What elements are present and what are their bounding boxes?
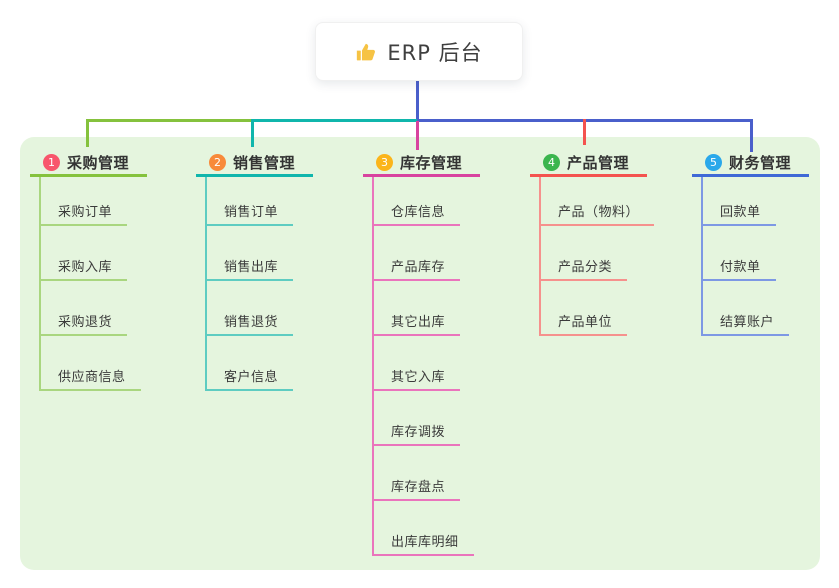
node-other-inbound[interactable]: 其它入库: [374, 336, 461, 391]
badge-4: 4: [543, 153, 560, 171]
branch-label: 销售管理: [233, 153, 296, 172]
branch-children-finance: 回款单 付款单 结算账户: [701, 177, 790, 336]
connector-drop-product: [583, 119, 586, 145]
connector-drop-inventory: [416, 121, 419, 150]
node-purchase-order[interactable]: 采购订单: [41, 177, 128, 226]
branch-purchase: 1 采购管理 采购订单 采购入库 采购退货 供应商信息: [30, 150, 148, 391]
branch-label: 库存管理: [400, 153, 463, 172]
branch-inventory: 3 库存管理 仓库信息 产品库存 其它出库 其它入库 库存调拨 库存盘点 出库库…: [363, 150, 481, 556]
branch-children-inventory: 仓库信息 产品库存 其它出库 其它入库 库存调拨 库存盘点 出库库明细: [372, 177, 474, 556]
branches-background-panel: [20, 137, 820, 570]
branch-topic-product[interactable]: 4 产品管理: [530, 150, 648, 177]
badge-2: 2: [209, 153, 226, 171]
badge-3: 3: [376, 153, 393, 171]
branch-label: 财务管理: [729, 153, 792, 172]
node-product-stock[interactable]: 产品库存: [374, 226, 461, 281]
node-purchase-inbound[interactable]: 采购入库: [41, 226, 128, 281]
node-product-material[interactable]: 产品（物料）: [541, 177, 655, 226]
connector-horizontal-green: [86, 119, 253, 122]
node-sales-order[interactable]: 销售订单: [207, 177, 294, 226]
thumbs-up-icon: [355, 41, 377, 63]
branch-children-product: 产品（物料） 产品分类 产品单位: [539, 177, 655, 336]
branch-sales: 2 销售管理 销售订单 销售出库 销售退货 客户信息: [196, 150, 314, 391]
branch-topic-finance[interactable]: 5 财务管理: [692, 150, 810, 177]
node-warehouse-info[interactable]: 仓库信息: [374, 177, 461, 226]
node-sales-return[interactable]: 销售退货: [207, 281, 294, 336]
node-product-unit[interactable]: 产品单位: [541, 281, 628, 336]
root-connector-line: [416, 81, 419, 119]
connector-drop-sales: [251, 119, 254, 147]
branch-product: 4 产品管理 产品（物料） 产品分类 产品单位: [530, 150, 655, 336]
node-payment-bill[interactable]: 付款单: [703, 226, 776, 281]
node-settlement-account[interactable]: 结算账户: [703, 281, 790, 336]
branch-children-sales: 销售订单 销售出库 销售退货 客户信息: [205, 177, 294, 391]
branch-label: 采购管理: [67, 153, 130, 172]
branch-finance: 5 财务管理 回款单 付款单 结算账户: [692, 150, 810, 336]
branch-children-purchase: 采购订单 采购入库 采购退货 供应商信息: [39, 177, 141, 391]
connector-horizontal-teal: [253, 119, 417, 122]
branch-label: 产品管理: [567, 153, 630, 172]
node-stock-taking[interactable]: 库存盘点: [374, 446, 461, 501]
connector-drop-purchase: [86, 119, 89, 147]
node-outbound-detail[interactable]: 出库库明细: [374, 501, 474, 556]
node-sales-outbound[interactable]: 销售出库: [207, 226, 294, 281]
node-product-category[interactable]: 产品分类: [541, 226, 628, 281]
node-supplier-info[interactable]: 供应商信息: [41, 336, 141, 391]
badge-5: 5: [705, 153, 722, 171]
node-stock-transfer[interactable]: 库存调拨: [374, 391, 461, 446]
node-customer-info[interactable]: 客户信息: [207, 336, 294, 391]
connector-drop-finance: [750, 119, 753, 152]
root-node-erp[interactable]: ERP 后台: [315, 22, 523, 81]
node-other-outbound[interactable]: 其它出库: [374, 281, 461, 336]
node-purchase-return[interactable]: 采购退货: [41, 281, 128, 336]
branch-topic-inventory[interactable]: 3 库存管理: [363, 150, 481, 177]
branch-topic-purchase[interactable]: 1 采购管理: [30, 150, 148, 177]
branch-topic-sales[interactable]: 2 销售管理: [196, 150, 314, 177]
root-node-label: ERP 后台: [387, 40, 483, 65]
node-receipt-bill[interactable]: 回款单: [703, 177, 776, 226]
badge-1: 1: [43, 153, 60, 171]
